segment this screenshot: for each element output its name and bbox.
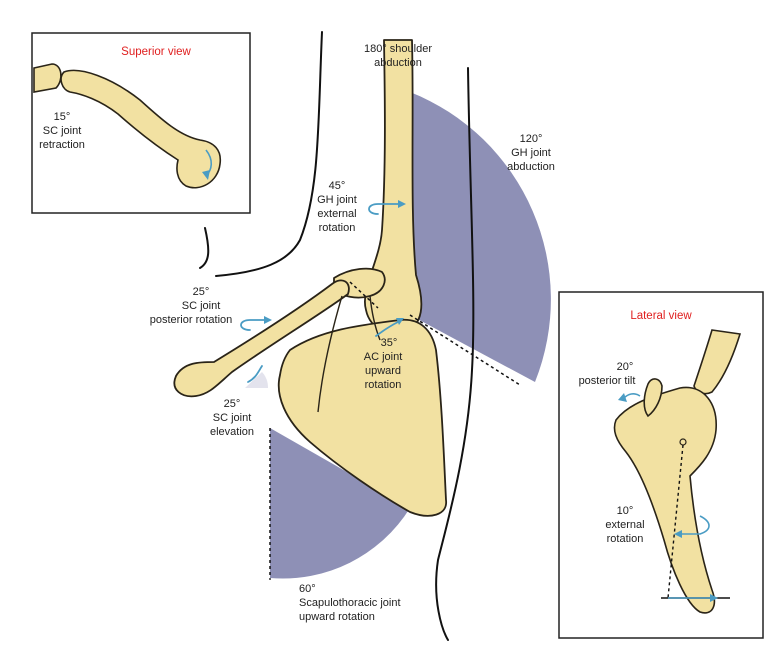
sc-posterior-line2: SC joint [182,300,221,312]
gh-abduction-line2: GH joint [511,147,551,159]
ac-upward-rotation-arrow [375,321,399,337]
bones [173,39,447,517]
shoulder-abduction-line2: abduction [374,57,422,69]
ac-upward-line4: rotation [365,379,402,391]
superior-view-title: Superior view [121,46,191,58]
external-rotation-arrow [682,515,710,535]
scapulothoracic-line3: upward rotation [299,611,375,623]
sc-retraction-angle: 15° [54,111,71,123]
gh-external-rotation-arrow [368,203,399,215]
sc-posterior-rotation-arrow [240,319,265,331]
gh-external-line4: rotation [319,222,356,234]
sc-elevation-line3: elevation [210,426,254,438]
sc-elevation-arrow [247,365,263,383]
lateral-view-inset: Lateral view 20° posterior tilt 10° exte… [558,291,764,639]
gh-external-line2: GH joint [317,194,357,206]
lateral-view-title: Lateral view [630,310,692,322]
rotation-arrows [240,203,399,383]
sc-retraction-line1: SC joint [43,125,82,137]
external-rotation-line2: rotation [607,533,644,545]
lateral-coracoid [643,378,663,418]
gh-abduction-wedge [410,92,551,382]
ac-upward-line3: upward [365,365,401,377]
superior-clavicle [60,69,222,189]
lateral-arrowheads [618,393,718,602]
gh-external-line1: 45° [329,180,346,192]
ac-upward-line1: 35° [381,337,398,349]
lateral-axis-dashed [667,444,684,599]
superior-view-inset: Superior view 15° SC joint retraction [31,32,251,214]
main-labels: 180° shoulder abduction 120° GH joint ab… [150,43,555,623]
gh-external-line3: external [317,208,356,220]
external-rotation-angle: 10° [617,505,634,517]
sc-posterior-line1: 25° [193,286,210,298]
external-rotation-line1: external [605,519,644,531]
gh-abduction-line3: abduction [507,161,555,173]
scapulothoracic-line1: 60° [299,583,316,595]
glenoid-center-point [679,438,687,446]
sc-elevation-wedge [245,372,269,388]
sc-elevation-line2: SC joint [213,412,252,424]
scapulothoracic-wedge [270,428,410,579]
lateral-scapula [613,386,717,614]
posterior-tilt-angle: 20° [617,361,634,373]
ac-upward-line2: AC joint [364,351,403,363]
gh-abduction-line1: 120° [520,133,543,145]
arrow-heads [264,200,406,325]
sc-posterior-line3: posterior rotation [150,314,233,326]
clavicle [173,279,350,398]
bone-internal-lines [317,295,381,413]
scapulothoracic-line2: Scapulothoracic joint [299,597,401,609]
sc-retraction-line2: retraction [39,139,85,151]
sc-elevation-line1: 25° [224,398,241,410]
superior-clavicle-stub [33,63,62,93]
posterior-tilt-label: posterior tilt [579,375,636,387]
retraction-arrowhead [202,170,210,180]
shoulder-abduction-line1: 180° shoulder [364,43,432,55]
